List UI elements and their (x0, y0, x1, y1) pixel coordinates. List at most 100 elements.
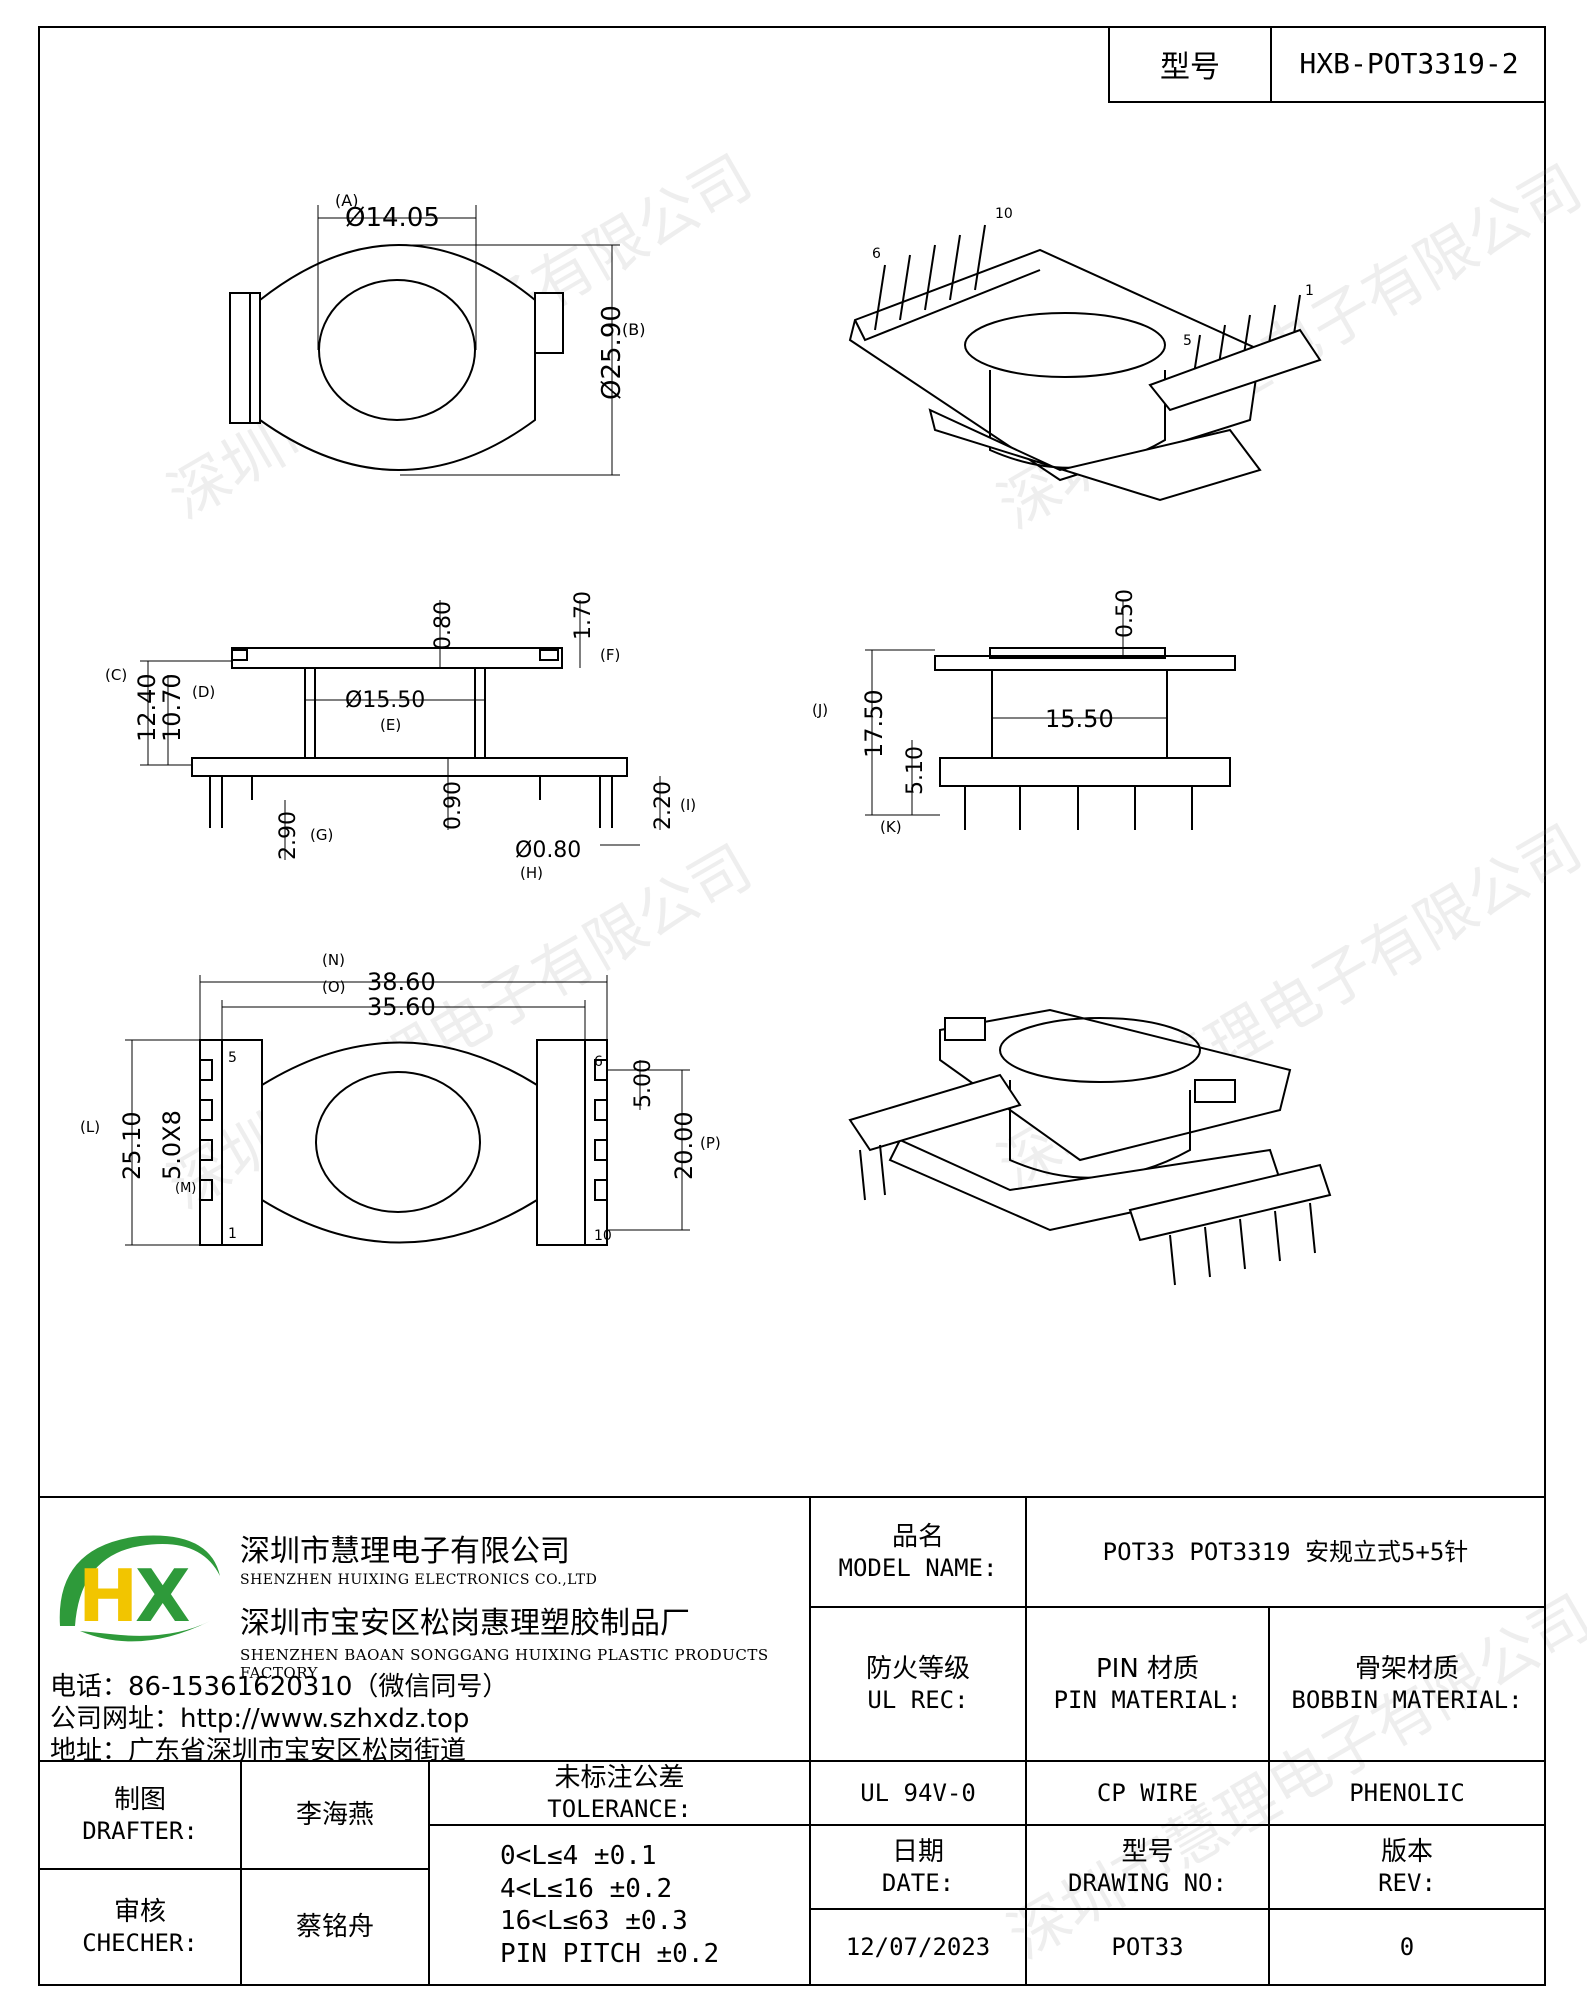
date-cn: 日期 (891, 1836, 944, 1867)
bobbin-material-value: PHENOLIC (1268, 1760, 1546, 1826)
dim-h-label: (H) (520, 864, 543, 882)
title-block: H X 深圳市慧理电子有限公司 SHENZHEN HUIXING ELECTRO… (38, 1496, 1546, 1986)
pin-5-bottom: 5 (228, 1050, 237, 1066)
rev-text: 0 (1399, 1933, 1415, 1961)
rev-value: 0 (1268, 1908, 1546, 1986)
tolerance-line: PIN PITCH ±0.2 (500, 1938, 720, 1969)
pin-1-label: 1 (1305, 283, 1314, 299)
dim-n-label: (N) (322, 951, 345, 969)
checker-en: CHECHER: (82, 1929, 198, 1958)
dim-c-label: (C) (105, 666, 127, 684)
date-value: 12/07/2023 (809, 1908, 1027, 1986)
dim-c-value: 12.40 (133, 673, 161, 742)
pin-6-label: 6 (872, 246, 881, 262)
drawing-no-text: POT33 (1111, 1933, 1184, 1961)
drafter-value: 李海燕 (240, 1760, 430, 1870)
checker-name: 蔡铭舟 (295, 1911, 374, 1942)
tolerance-label: 未标注公差 TOLERANCE: (428, 1760, 811, 1826)
drafter-en: DRAFTER: (82, 1817, 198, 1846)
pin-1-bottom: 1 (228, 1226, 237, 1242)
model-name-text: POT33 POT3319 安规立式5+5针 (1102, 1538, 1469, 1566)
dim-k-value: 5.10 (903, 746, 928, 795)
company-info: H X 深圳市慧理电子有限公司 SHENZHEN HUIXING ELECTRO… (38, 1496, 811, 1766)
tolerance-cn: 未标注公差 (554, 1762, 685, 1793)
bobbin-material-en: BOBBIN MATERIAL: (1291, 1686, 1523, 1715)
dim-k-label: (K) (880, 818, 902, 836)
drawing-no-label: 型号 DRAWING NO: (1025, 1824, 1270, 1910)
tolerance-line: 4<L≤16 ±0.2 (500, 1873, 673, 1904)
factory-name-en: SHENZHEN BAOAN SONGGANG HUIXING PLASTIC … (240, 1646, 769, 1682)
factory-name-cn: 深圳市宝安区松岗惠理塑胶制品厂 (240, 1606, 690, 1641)
ul-value-text: UL 94V-0 (860, 1779, 976, 1807)
logo-h: H (78, 1554, 138, 1638)
checker-cn: 审核 (113, 1896, 166, 1927)
date-en: DATE: (881, 1869, 955, 1898)
dim-f-value: 1.70 (571, 591, 596, 640)
dim-a-label: (A) (335, 191, 358, 210)
bobbin-material-label: 骨架材质 BOBBIN MATERIAL: (1268, 1606, 1546, 1762)
side-view-left: 12.40 10.70 (C) (D) Ø15.50 (E) 0.80 0.90… (105, 591, 696, 882)
dim-d-label: (D) (192, 683, 215, 701)
dim-l-label: (L) (80, 1118, 100, 1136)
date-text: 12/07/2023 (845, 1933, 991, 1961)
dim-r-1550: 15.50 (1045, 705, 1114, 733)
dim-pitch: 5.00 (631, 1059, 656, 1108)
model-name-label: 品名 MODEL NAME: (809, 1496, 1027, 1608)
dim-g-value: 2.90 (276, 811, 301, 860)
tolerance-list: 0<L≤4 ±0.1 4<L≤16 ±0.2 16<L≤63 ±0.3 PIN … (428, 1824, 811, 1986)
dim-g-label: (G) (310, 826, 333, 844)
company-name-en: SHENZHEN HUIXING ELECTRONICS CO.,LTD (240, 1572, 598, 1588)
dim-top-08: 0.80 (431, 601, 456, 650)
dim-h-value: Ø0.80 (515, 838, 581, 863)
dim-b-label: (B) (622, 320, 645, 339)
dim-i-label: (I) (680, 796, 696, 814)
bobbin-material-text: PHENOLIC (1349, 1779, 1465, 1807)
dim-p-label: (P) (700, 1134, 721, 1152)
pin-10-bottom: 10 (594, 1228, 612, 1244)
dim-b-value: Ø25.90 (597, 305, 627, 400)
pin-6-bottom: 6 (594, 1054, 603, 1070)
header-model: HXB-POT3319-2 (1299, 47, 1519, 80)
bottom-view: 38.60 (N) 35.60 (O) 25.10 (L) 5.0X8 (M) … (80, 951, 721, 1246)
dim-i-value: 2.20 (651, 781, 676, 830)
drafter-label: 制图 DRAFTER: (38, 1760, 242, 1870)
dim-l-value: 25.10 (118, 1111, 146, 1180)
iso-view-bottom (848, 1008, 1332, 1286)
top-view: (A) Ø14.05 Ø25.90 (B) (229, 191, 645, 476)
pin-material-label: PIN 材质 PIN MATERIAL: (1025, 1606, 1270, 1762)
tolerance-en: TOLERANCE: (547, 1795, 692, 1824)
drawing-no-cn: 型号 (1121, 1836, 1174, 1867)
checker-label: 审核 CHECHER: (38, 1868, 242, 1986)
rev-en: REV: (1378, 1869, 1436, 1898)
dim-mid-09: 0.90 (441, 781, 466, 830)
ul-value: UL 94V-0 (809, 1760, 1027, 1826)
bobbin-material-cn: 骨架材质 (1354, 1653, 1459, 1684)
dim-e-value: Ø15.50 (345, 688, 425, 713)
date-label: 日期 DATE: (809, 1824, 1027, 1910)
dim-m-label: (M) (175, 1181, 196, 1196)
dim-e-label: (E) (380, 716, 401, 734)
dim-d-value: 10.70 (158, 673, 186, 742)
dim-n-value: 38.60 (367, 968, 436, 996)
dim-r-050: 0.50 (1113, 589, 1138, 638)
ul-rec-cn: 防火等级 (865, 1653, 970, 1684)
checker-value: 蔡铭舟 (240, 1868, 430, 1986)
model-name-cn: 品名 (891, 1521, 944, 1552)
dim-j-label: (J) (812, 701, 828, 719)
dim-f-label: (F) (600, 646, 620, 664)
pin-10-label: 10 (995, 206, 1013, 222)
dim-m-value: 5.0X8 (158, 1110, 186, 1180)
model-name-value: POT33 POT3319 安规立式5+5针 (1025, 1496, 1546, 1608)
dim-o-value: 35.60 (367, 993, 436, 1021)
iso-view-top: 6 10 5 1 (848, 206, 1322, 502)
pin-material-value: CP WIRE (1025, 1760, 1270, 1826)
pin-material-en: PIN MATERIAL: (1053, 1686, 1242, 1715)
pin-material-text: CP WIRE (1096, 1779, 1199, 1807)
drawing-no-en: DRAWING NO: (1068, 1869, 1227, 1898)
company-website: 公司网址：http://www.szhxdz.top (50, 1704, 470, 1734)
dim-a-value: Ø14.05 (345, 203, 440, 233)
dim-o-label: (O) (322, 978, 346, 996)
ul-rec-en: UL REC: (867, 1686, 969, 1715)
side-view-right: 15.50 0.50 17.50 (J) 5.10 (K) (812, 589, 1236, 836)
technical-drawing: (A) Ø14.05 Ø25.90 (B) 6 10 5 1 (80, 191, 1332, 1286)
